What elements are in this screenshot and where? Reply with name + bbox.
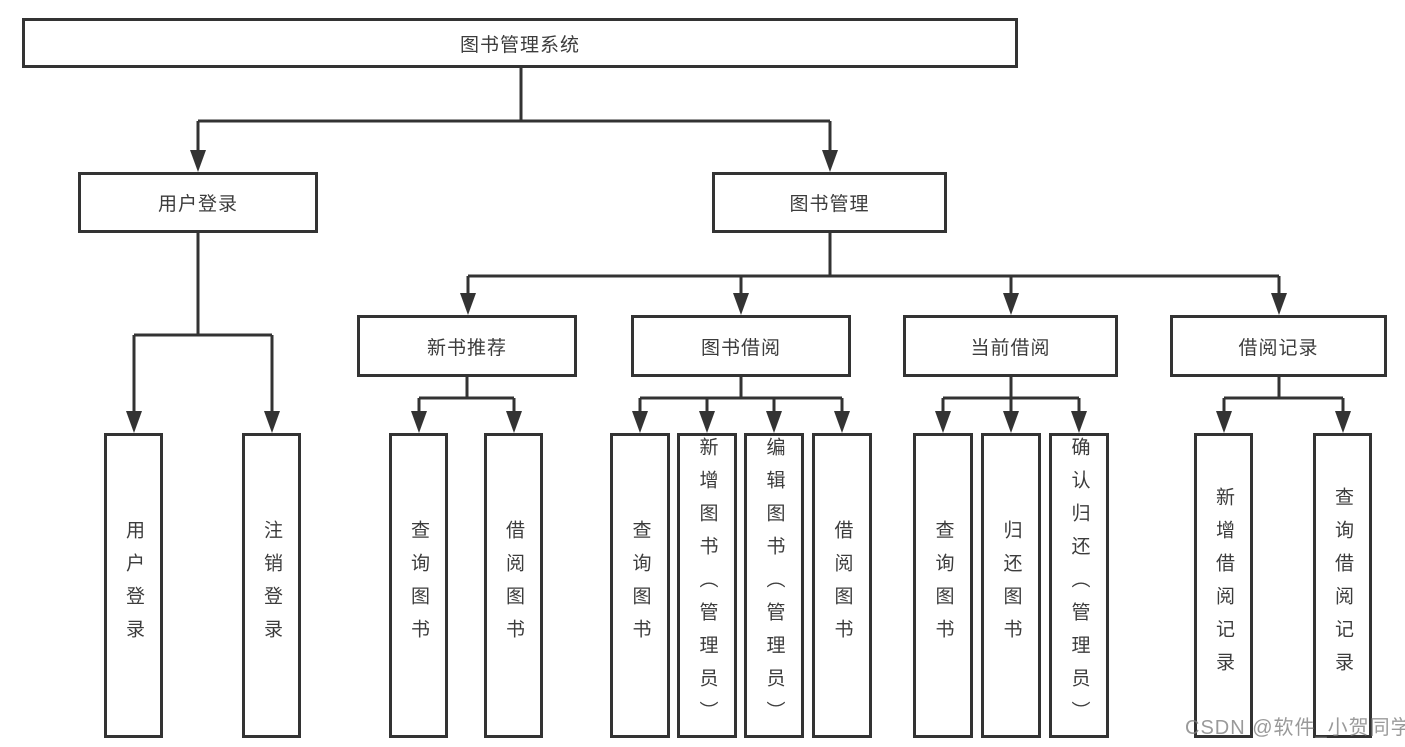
node-book-mgmt-label: 图书管理 xyxy=(789,194,870,215)
leaf-add-book-admin: 新增图书（管理员） xyxy=(677,433,737,738)
leaf-borrow-books-borrow: 借阅图书 xyxy=(812,433,872,738)
leaf-add-borrow-record-label: 新增借阅记录 xyxy=(1213,486,1234,685)
leaf-borrow-books-newbooks: 借阅图书 xyxy=(484,433,543,738)
leaf-query-books-current: 查询图书 xyxy=(913,433,973,738)
leaf-query-books-newbooks: 查询图书 xyxy=(389,433,448,738)
node-root-label: 图书管理系统 xyxy=(459,34,580,56)
node-current-borrow-label: 当前借阅 xyxy=(970,337,1051,359)
csdn-watermark: CSDN @软件_小贺同学 xyxy=(1185,717,1405,739)
leaf-logout-login: 注销登录 xyxy=(242,433,301,738)
node-user-login-label: 用户登录 xyxy=(157,194,238,215)
leaf-query-borrow-record: 查询借阅记录 xyxy=(1313,433,1372,738)
node-borrow-records: 借阅记录 xyxy=(1170,315,1387,377)
node-book-borrow: 图书借阅 xyxy=(631,315,851,377)
node-current-borrow: 当前借阅 xyxy=(903,315,1118,377)
connector-borrow-records-children xyxy=(1216,377,1351,433)
connector-current-borrow-children xyxy=(935,377,1087,433)
node-user-login: 用户登录 xyxy=(78,172,318,233)
leaf-borrow-books-newbooks-label: 借阅图书 xyxy=(503,519,524,652)
leaf-query-books-borrow: 查询图书 xyxy=(610,433,670,738)
leaf-add-borrow-record: 新增借阅记录 xyxy=(1194,433,1253,738)
leaf-logout-login-label: 注销登录 xyxy=(261,519,282,652)
node-new-books-label: 新书推荐 xyxy=(426,337,507,359)
connector-book-borrow-children xyxy=(632,377,850,433)
leaf-borrow-books-borrow-label: 借阅图书 xyxy=(831,519,853,652)
leaf-query-books-current-label: 查询图书 xyxy=(932,519,954,652)
connector-new-books-children xyxy=(411,377,522,433)
connector-book-mgmt-children xyxy=(460,233,1287,315)
leaf-return-book: 归还图书 xyxy=(981,433,1041,738)
node-borrow-records-label: 借阅记录 xyxy=(1238,337,1319,359)
leaf-user-login: 用户登录 xyxy=(104,433,163,738)
leaf-query-books-borrow-label: 查询图书 xyxy=(629,519,651,652)
leaf-query-borrow-record-label: 查询借阅记录 xyxy=(1332,486,1353,685)
leaf-edit-book-admin: 编辑图书（管理员） xyxy=(744,433,804,738)
leaf-add-book-admin-label: 新增图书（管理员） xyxy=(696,437,718,734)
connector-user-login-children xyxy=(126,233,280,433)
leaf-user-login-label: 用户登录 xyxy=(123,519,144,652)
node-new-books: 新书推荐 xyxy=(357,315,577,377)
node-book-borrow-label: 图书借阅 xyxy=(700,337,781,359)
node-root: 图书管理系统 xyxy=(22,18,1018,68)
leaf-edit-book-admin-label: 编辑图书（管理员） xyxy=(763,437,785,734)
leaf-return-book-label: 归还图书 xyxy=(1000,519,1022,652)
leaf-query-books-newbooks-label: 查询图书 xyxy=(408,519,429,652)
node-book-mgmt: 图书管理 xyxy=(712,172,947,233)
leaf-confirm-return-admin-label: 确认归还（管理员） xyxy=(1068,437,1090,734)
connector-root-to-level2 xyxy=(190,68,838,172)
leaf-confirm-return-admin: 确认归还（管理员） xyxy=(1049,433,1109,738)
